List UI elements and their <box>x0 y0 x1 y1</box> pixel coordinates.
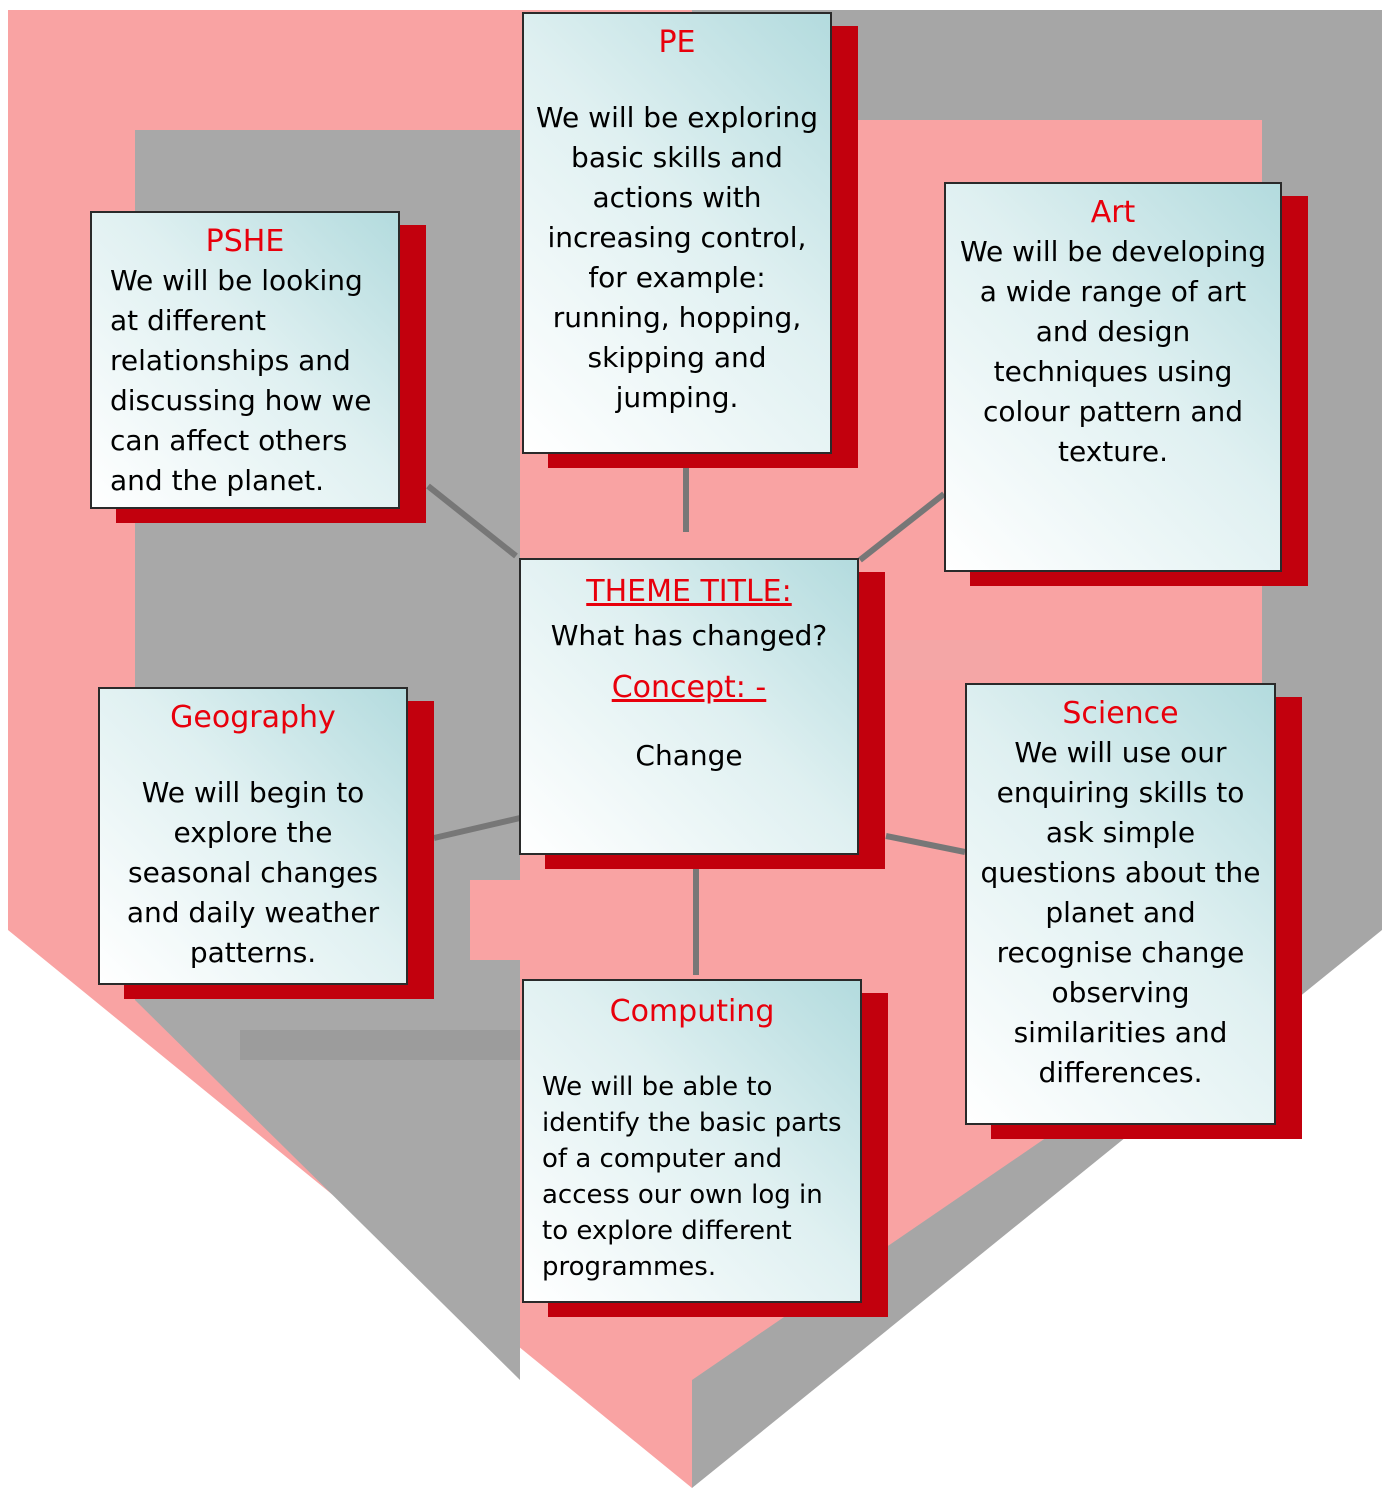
theme-card: THEME TITLE: What has changed? Concept: … <box>519 558 859 855</box>
pshe-text: We will be looking at different relation… <box>110 264 372 497</box>
pshe-heading: PSHE <box>205 224 285 259</box>
computing-text: We will be able to identify the basic pa… <box>542 1072 842 1282</box>
pe-card: PE We will be exploring basic skills and… <box>522 12 832 454</box>
science-text: We will use our enquiring skills to ask … <box>980 736 1261 1089</box>
theme-title: What has changed? <box>550 619 828 652</box>
connector-lines <box>426 454 966 975</box>
concept-label: Concept: - <box>611 670 767 705</box>
computing-card: Computing We will be able to identify th… <box>522 979 862 1303</box>
science-heading: Science <box>1062 696 1179 731</box>
geography-card: Geography We will begin to explore the s… <box>98 687 408 985</box>
art-heading: Art <box>1090 195 1136 230</box>
theme-title-label: THEME TITLE: <box>586 574 792 609</box>
pshe-card: PSHE We will be looking at different rel… <box>90 211 400 509</box>
geography-text: We will begin to explore the seasonal ch… <box>126 776 380 969</box>
concept-value: Change <box>635 739 743 772</box>
geography-heading: Geography <box>170 700 336 735</box>
computing-heading: Computing <box>609 994 775 1029</box>
shield-silhouette <box>470 880 680 960</box>
art-card: Art We will be developing a wide range o… <box>944 182 1282 572</box>
pe-heading: PE <box>658 25 696 60</box>
art-text: We will be developing a wide range of ar… <box>960 235 1266 468</box>
pe-text: We will be exploring basic skills and ac… <box>536 101 819 414</box>
shield-silhouette <box>240 1030 520 1060</box>
science-card: Science We will use our enquiring skills… <box>965 683 1276 1125</box>
